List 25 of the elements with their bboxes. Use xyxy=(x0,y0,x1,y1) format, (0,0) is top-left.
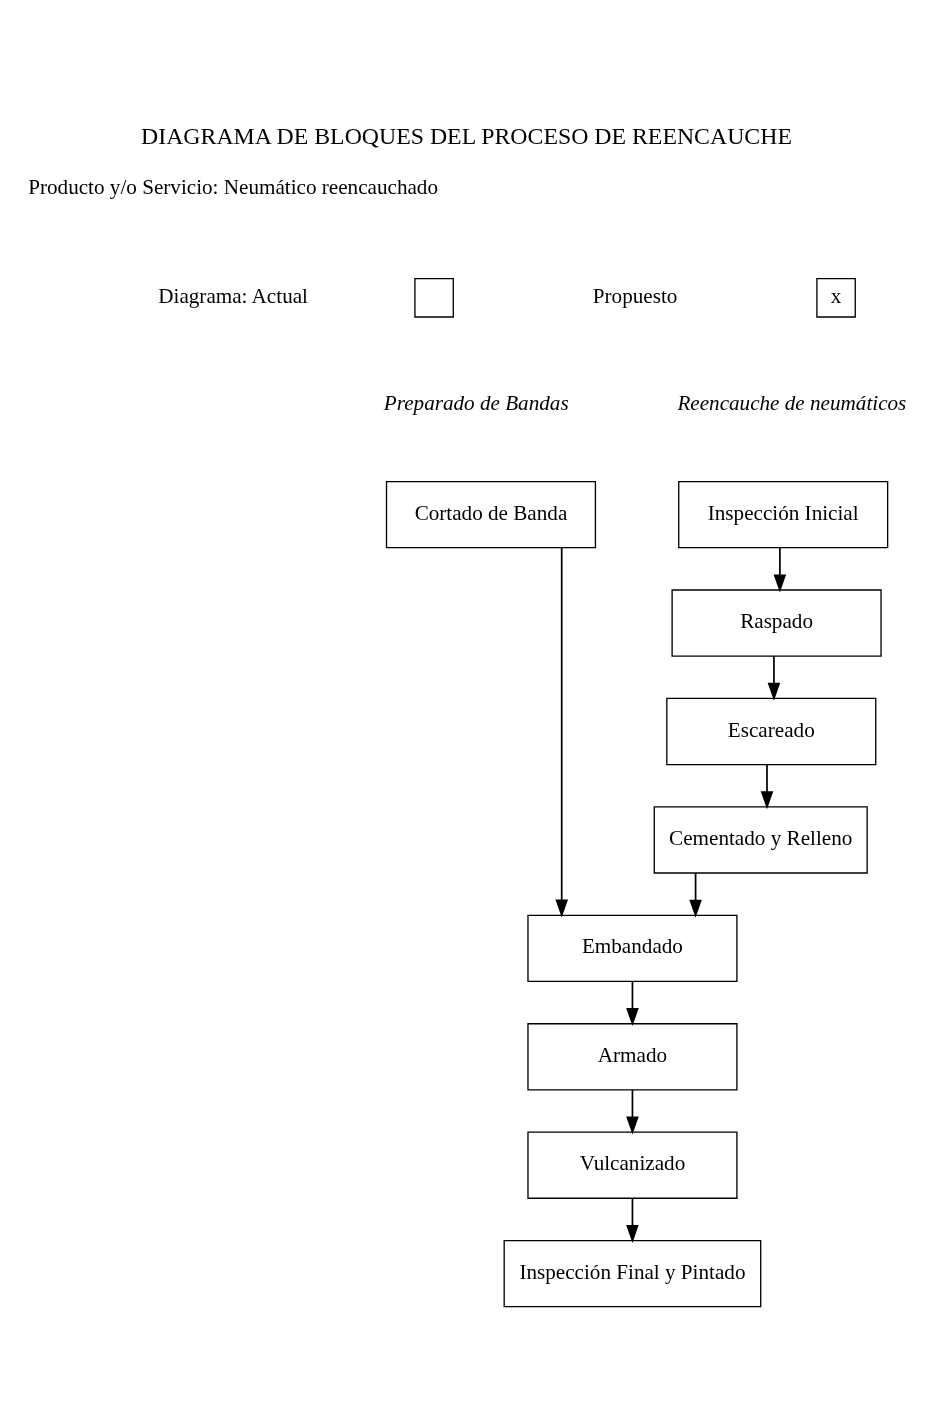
diagram-title: DIAGRAMA DE BLOQUES DEL PROCESO DE REENCAUCHE xyxy=(141,122,792,149)
node-box: Cementado y Relleno xyxy=(653,806,868,874)
arrow xyxy=(626,980,639,1027)
node-box: Raspado xyxy=(671,589,882,657)
label: Diagrama: Actual xyxy=(158,283,308,308)
node-box: Embandado xyxy=(527,914,738,983)
label: Producto y/o Servicio: Neumático reencauchado xyxy=(28,175,438,200)
node-box xyxy=(414,277,454,318)
label: Propuesto xyxy=(592,283,678,308)
arrow xyxy=(626,1197,639,1243)
arrow xyxy=(626,1089,639,1135)
node-box: x xyxy=(816,277,856,318)
node-box: Armado xyxy=(527,1023,738,1091)
node-box: Vulcanizado xyxy=(527,1131,738,1199)
node-box: Inspección Inicial xyxy=(678,480,889,549)
node-box: Cortado de Banda xyxy=(385,480,597,549)
arrow xyxy=(767,655,781,701)
node-box: Inspección Final y Pintado xyxy=(503,1239,762,1308)
label: Reencauche de neumáticos xyxy=(677,390,907,415)
arrow xyxy=(773,546,787,593)
label: Preparado de Bandas xyxy=(383,390,569,415)
arrow xyxy=(689,872,702,918)
node-box: Escareado xyxy=(666,697,877,766)
arrow xyxy=(555,547,568,918)
arrow xyxy=(760,763,774,810)
